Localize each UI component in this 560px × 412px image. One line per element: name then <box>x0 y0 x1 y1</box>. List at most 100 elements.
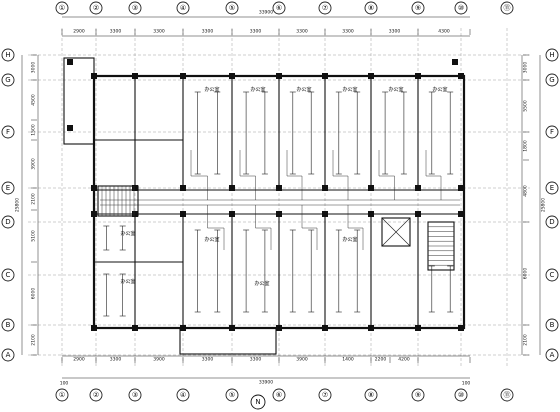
branch-wire <box>207 205 225 250</box>
column <box>91 73 97 79</box>
column <box>458 185 464 191</box>
column <box>458 325 464 331</box>
axis-top-bubble-label: ⑦ <box>322 4 328 12</box>
light-fixtures <box>103 91 454 317</box>
branch-wire <box>239 150 256 200</box>
room-label-office: 办公室 <box>254 280 269 287</box>
branch-wire <box>286 150 303 200</box>
axis-left-bubble-circle <box>1 125 15 139</box>
axis-top-bubble-circle <box>318 1 332 15</box>
bottom-total-dim: 33900 <box>259 380 273 386</box>
left-segment-dim: 5100 <box>31 230 37 242</box>
axis-right-bubble-label: E <box>550 184 554 192</box>
axis-bottom-bubble-label: ③ <box>132 391 138 399</box>
left-segment-dim: 3900 <box>31 158 37 170</box>
axis-bottom-bubble: ⑪ <box>500 388 514 402</box>
axis-top-bubble-circle <box>55 1 69 15</box>
axis-top-bubble: ⑧ <box>364 1 378 15</box>
column <box>452 59 458 65</box>
axis-top-bubble: ⑩ <box>454 1 468 15</box>
axis-top-bubble-label: ① <box>59 4 65 12</box>
column <box>91 211 97 217</box>
bottom-segment-dim: 3900 <box>296 357 308 363</box>
room-label-office: 办公室 <box>120 278 135 285</box>
axis-bottom-bubble: ⑥ <box>272 388 286 402</box>
branch-wire <box>332 150 349 200</box>
right-segment-dim: 4800 <box>523 185 529 197</box>
branch-wire <box>255 205 272 250</box>
axis-left-bubble-circle <box>1 215 15 229</box>
axis-right-bubble: G <box>545 73 559 87</box>
top-segment-dim: 3300 <box>389 29 401 35</box>
top-segment-dim: 3300 <box>153 29 165 35</box>
left-dimension-chain: 25800 <box>15 55 39 355</box>
top-segment-dim: 3300 <box>296 29 308 35</box>
axis-top-bubble-label: ⑧ <box>368 4 374 12</box>
column <box>91 185 97 191</box>
axis-right-bubble: C <box>545 268 559 282</box>
axis-left-bubble-label: D <box>5 218 10 226</box>
axis-right-bubble-circle <box>545 181 559 195</box>
axis-bottom-bubble-circle <box>55 388 69 402</box>
axis-top-bubble-label: ⑩ <box>458 4 464 12</box>
axis-left-bubble: D <box>1 215 15 229</box>
top-segment-dim: 3300 <box>250 29 262 35</box>
axis-top-bubble-circle <box>89 1 103 15</box>
axis-left-bubble-label: B <box>6 321 11 329</box>
axis-right-bubble-label: H <box>549 51 554 59</box>
axis-right-bubble: D <box>545 215 559 229</box>
right-segment-dim: 6000 <box>523 268 529 280</box>
axis-right-bubble-label: G <box>549 76 554 84</box>
axis-top-bubble: ② <box>89 1 103 15</box>
axis-top-bubble: ③ <box>128 1 142 15</box>
axis-bottom-bubble-circle <box>364 388 378 402</box>
axis-bottom-bubble: ⑧ <box>364 388 378 402</box>
axis-left-bubble-label: A <box>6 351 11 359</box>
axis-top-bubble-circle <box>364 1 378 15</box>
column <box>67 59 73 65</box>
axis-bottom-bubble: ④ <box>176 388 190 402</box>
axis-top-bubble-circle <box>272 1 286 15</box>
axis-right-bubble-circle <box>545 318 559 332</box>
elevator-shaft <box>381 217 411 247</box>
axis-bottom-bubble-circle <box>176 388 190 402</box>
left-segment-dim: 2100 <box>31 334 37 346</box>
axis-right-bubble-label: A <box>550 351 555 359</box>
top-segment-dim: 2900 <box>73 29 85 35</box>
structural-columns <box>67 59 464 331</box>
axis-bottom-bubble: ⑩ <box>454 388 468 402</box>
north-label: N <box>255 398 260 406</box>
axis-left-bubble-label: H <box>5 51 10 59</box>
axis-right-bubble-circle <box>545 215 559 229</box>
left-total-dim: 25800 <box>15 198 21 212</box>
axis-bottom-bubble-circle <box>318 388 332 402</box>
axis-top-bubble-circle <box>176 1 190 15</box>
axis-left-bubble-circle <box>1 73 15 87</box>
axis-right-bubble-circle <box>545 348 559 362</box>
branch-wire <box>190 150 208 200</box>
branch-wire <box>425 150 442 200</box>
axis-left-bubble-label: G <box>5 76 10 84</box>
axis-top-bubble: ⑪ <box>500 1 514 15</box>
entrance-porch <box>63 57 95 145</box>
room-labels: 办公室办公室办公室办公室办公室办公室办公室办公室办公室办公室办公室 <box>120 86 447 287</box>
axis-right-bubble-circle <box>545 125 559 139</box>
bottom-left-offset-dim: 100 <box>60 381 69 387</box>
axis-left-bubble: B <box>1 318 15 332</box>
column <box>458 73 464 79</box>
room-label-office: 办公室 <box>204 86 219 93</box>
axis-left-bubble-label: E <box>6 184 10 192</box>
right-segment-dim: 5500 <box>523 100 529 112</box>
bottom-segment-dim: 1400 <box>342 357 354 363</box>
bottom-segment-dim: 3300 <box>250 357 262 363</box>
axis-left-bubble-label: C <box>6 271 11 279</box>
column <box>67 125 73 131</box>
axis-bottom-bubble-label: ⑧ <box>368 391 374 399</box>
axis-left-bubble-circle <box>1 318 15 332</box>
bottom-segment-dim: 2900 <box>73 357 85 363</box>
